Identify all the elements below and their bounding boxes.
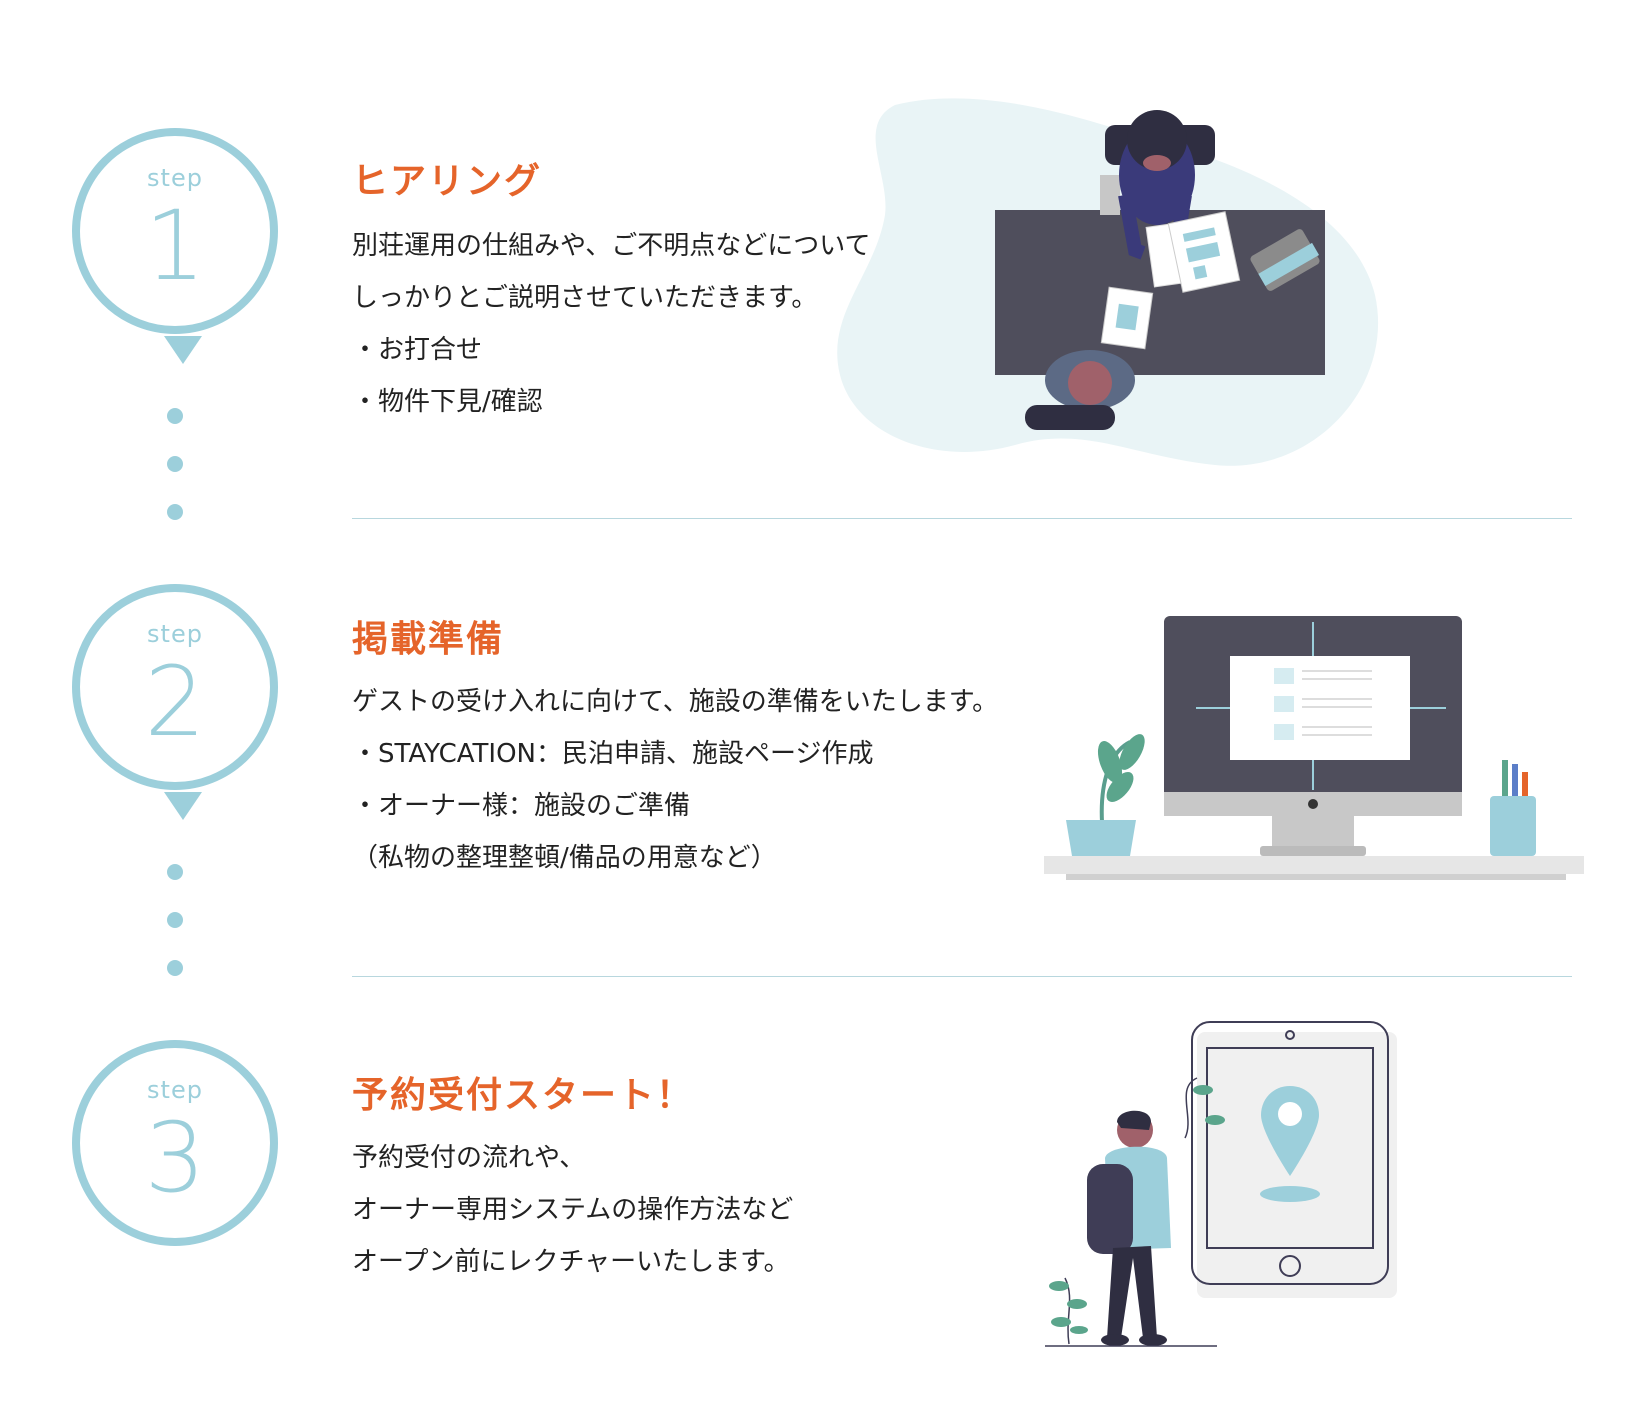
step-label: step bbox=[147, 620, 203, 648]
section-divider bbox=[352, 976, 1572, 977]
step-badge-3: step 3 bbox=[72, 1040, 278, 1246]
description-line: ・お打合せ bbox=[352, 335, 483, 365]
step-description-1: 別荘運用の仕組みや、ご不明点などについて しっかりとご説明させていただきます。 … bbox=[352, 220, 870, 428]
description-line: ・オーナー様：施設のご準備 bbox=[352, 791, 691, 821]
description-line: ・物件下見/確認 bbox=[352, 387, 543, 417]
step-title-3: 予約受付スタート！ bbox=[352, 1075, 695, 1116]
description-line: （私物の整理整頓/備品の用意など） bbox=[352, 843, 777, 873]
step-label: step bbox=[147, 164, 203, 192]
description-line: オーナー専用システムの操作方法など bbox=[352, 1195, 794, 1225]
meeting-illustration bbox=[837, 98, 1379, 466]
connector-dot bbox=[167, 504, 183, 520]
step-title-2: 掲載準備 bbox=[352, 619, 505, 660]
badge-pointer bbox=[164, 792, 202, 820]
tablet-map-illustration bbox=[1045, 1021, 1397, 1347]
step-description-3: 予約受付の流れや、 オーナー専用システムの操作方法など オープン前にレクチャーい… bbox=[352, 1132, 793, 1288]
section-divider bbox=[352, 518, 1572, 519]
step-title-1: ヒアリング bbox=[352, 161, 543, 202]
connector-dot bbox=[167, 960, 183, 976]
description-line: 予約受付の流れや、 bbox=[352, 1143, 586, 1173]
connector-dot bbox=[167, 408, 183, 424]
step-badge-1: step 1 bbox=[72, 128, 278, 364]
step-connector-dots-2 bbox=[167, 864, 183, 1008]
description-line: ・STAYCATION：民泊申請、施設ページ作成 bbox=[352, 739, 874, 769]
step-label: step bbox=[147, 1076, 203, 1104]
description-line: 別荘運用の仕組みや、ご不明点などについて bbox=[352, 231, 871, 261]
step-number: 2 bbox=[144, 646, 206, 758]
step-number: 1 bbox=[144, 190, 206, 302]
badge-pointer bbox=[164, 336, 202, 364]
step-number: 3 bbox=[144, 1102, 206, 1214]
connector-dot bbox=[167, 864, 183, 880]
step-badge-2: step 2 bbox=[72, 584, 278, 820]
step-description-2: ゲストの受け入れに向けて、施設の準備をいたします。 ・STAYCATION：民泊… bbox=[352, 676, 998, 884]
connector-dot bbox=[167, 912, 183, 928]
description-line: しっかりとご説明させていただきます。 bbox=[352, 283, 818, 313]
description-line: オープン前にレクチャーいたします。 bbox=[352, 1247, 790, 1277]
desk-monitor-illustration bbox=[1044, 616, 1584, 880]
step-connector-dots-1 bbox=[167, 408, 183, 552]
connector-dot bbox=[167, 456, 183, 472]
description-line: ゲストの受け入れに向けて、施設の準備をいたします。 bbox=[352, 687, 999, 717]
